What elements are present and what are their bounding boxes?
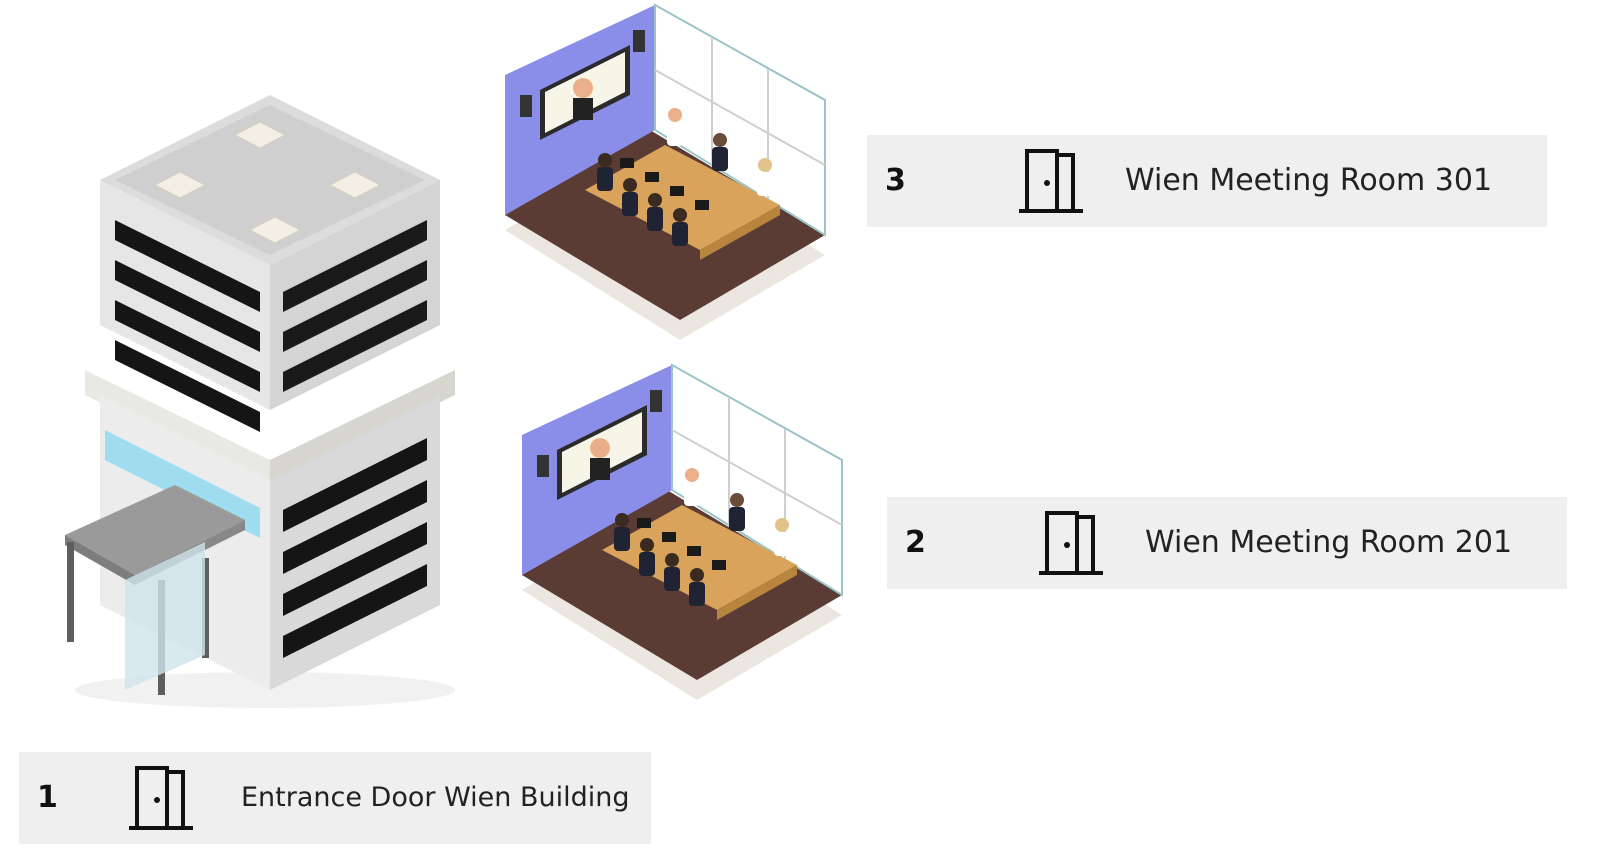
meeting-room-201-illustration xyxy=(522,363,843,700)
door-number: 2 xyxy=(905,525,926,560)
door-card-room-301[interactable]: 3 Wien Meeting Room 301 xyxy=(867,135,1547,227)
door-label: Entrance Door Wien Building xyxy=(241,782,630,813)
door-icon xyxy=(1019,149,1083,213)
door-number: 1 xyxy=(37,780,58,815)
door-label: Wien Meeting Room 301 xyxy=(1125,163,1493,198)
door-label: Wien Meeting Room 201 xyxy=(1145,525,1513,560)
door-icon xyxy=(129,766,193,830)
door-card-room-201[interactable]: 2 Wien Meeting Room 201 xyxy=(887,497,1567,589)
meeting-room-301-illustration xyxy=(505,3,826,340)
door-icon xyxy=(1039,511,1103,575)
door-card-entrance[interactable]: 1 Entrance Door Wien Building xyxy=(19,752,651,844)
office-building-illustration xyxy=(65,95,455,708)
door-number: 3 xyxy=(885,163,906,198)
